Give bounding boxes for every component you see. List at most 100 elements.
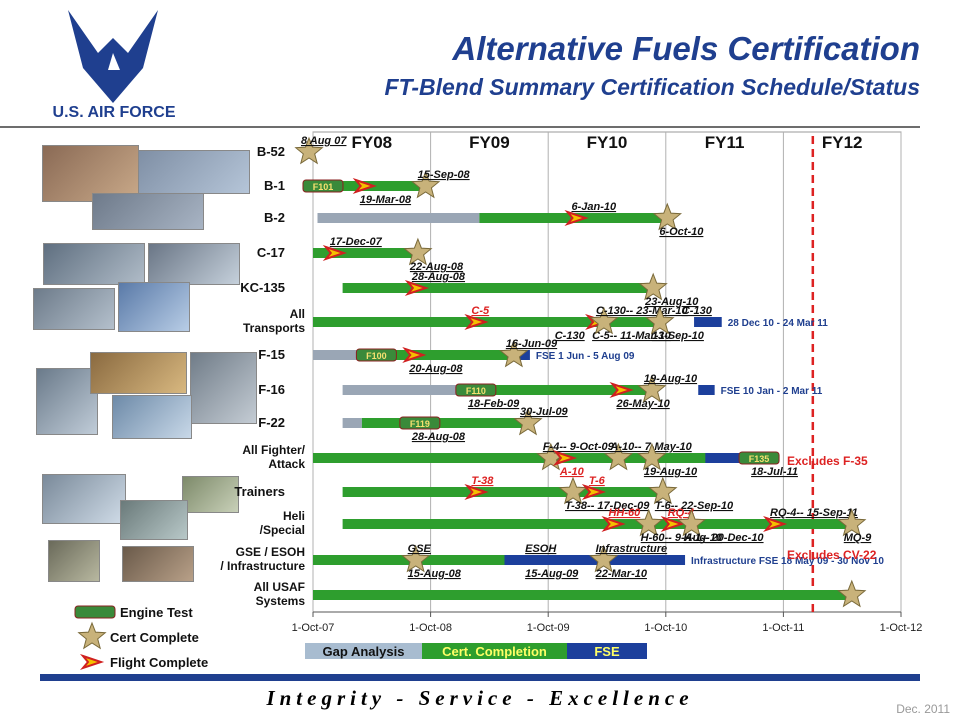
cert-complete-star bbox=[645, 306, 675, 335]
marker-label: 15-Sep-08 bbox=[418, 169, 471, 181]
fse-bar bbox=[698, 385, 715, 395]
cert-complete-star bbox=[403, 237, 433, 266]
fiscal-year-label: FY08 bbox=[351, 133, 392, 152]
cert-complete-star bbox=[558, 476, 588, 505]
bottom-rule bbox=[40, 674, 920, 681]
row-label: All bbox=[290, 307, 305, 321]
marker-label: 6-Oct-10 bbox=[659, 226, 704, 238]
bar-label: Infrastructure FSE 18 May 09 - 30 Nov 10 bbox=[691, 556, 884, 567]
row-label: All USAF bbox=[254, 580, 305, 594]
annotation-excludes-f35: Excludes F-35 bbox=[787, 454, 868, 468]
cert-bar bbox=[342, 283, 654, 293]
marker-label: 23-Aug-10 bbox=[644, 296, 699, 308]
flight-complete-icon bbox=[609, 381, 634, 399]
bar-label: 28 Dec 10 - 24 Mar 11 bbox=[728, 318, 829, 329]
flight-complete-icon bbox=[763, 515, 788, 533]
fiscal-year-label: FY10 bbox=[587, 133, 628, 152]
gap-bar bbox=[317, 213, 480, 223]
phase-legend-swatch bbox=[305, 643, 422, 659]
aircraft-photo-cv22 bbox=[120, 500, 188, 540]
annotation-excludes-cv22: Excludes CV-22 bbox=[787, 548, 877, 562]
cert-bar bbox=[313, 590, 852, 600]
flight-complete-icon bbox=[464, 483, 489, 501]
flight-complete-icon bbox=[464, 313, 489, 331]
row-label: B-52 bbox=[257, 144, 285, 159]
marker-label: Infrastructure bbox=[596, 543, 668, 555]
cert-complete-star bbox=[603, 442, 634, 471]
marker-label: C-130 bbox=[555, 330, 586, 342]
x-tick-label: 1-Oct-10 bbox=[644, 622, 687, 634]
fse-bar bbox=[694, 317, 722, 327]
fse-bar bbox=[504, 555, 686, 565]
marker-label: 28-Aug-08 bbox=[411, 271, 466, 283]
cert-complete-star bbox=[652, 202, 683, 231]
cert-bar bbox=[460, 385, 652, 395]
cert-complete-star bbox=[637, 442, 667, 471]
equipment-photo-truck bbox=[122, 546, 194, 582]
aircraft-photo-b1 bbox=[92, 193, 204, 230]
cert-bar bbox=[313, 555, 604, 565]
marker-label: HH-60 bbox=[608, 507, 641, 519]
row-label: F-15 bbox=[258, 347, 285, 362]
marker-label: 18-Feb-09 bbox=[468, 398, 520, 410]
marker-label: 13-Sep-10 bbox=[652, 330, 705, 342]
aircraft-photo-f15 bbox=[190, 352, 257, 424]
legend-flight-complete: Flight Complete bbox=[110, 655, 208, 670]
aircraft-photo-heli bbox=[182, 476, 239, 513]
gap-bar bbox=[342, 385, 461, 395]
row-label: F-22 bbox=[258, 415, 285, 430]
flight-complete-icon bbox=[402, 346, 427, 364]
gap-bar bbox=[313, 350, 362, 360]
row-label: Trainers bbox=[234, 484, 285, 499]
marker-label: 30-Jul-09 bbox=[520, 406, 569, 418]
marker-label: H-60-- 9-Aug-10 bbox=[641, 532, 723, 544]
marker-label: 28-Aug-08 bbox=[411, 431, 466, 443]
x-tick-label: 1-Oct-12 bbox=[880, 622, 923, 634]
cert-bar bbox=[342, 519, 852, 529]
cert-complete-star bbox=[588, 544, 619, 573]
cert-complete-star bbox=[837, 579, 867, 608]
legend-engine-test: Engine Test bbox=[120, 605, 193, 620]
marker-label: 17-Dec-07 bbox=[330, 236, 383, 248]
marker-label: T-38 bbox=[471, 475, 494, 487]
engine-label: F110 bbox=[466, 386, 486, 396]
fiscal-year-label: FY09 bbox=[469, 133, 510, 152]
row-label: / Infrastructure bbox=[220, 559, 305, 573]
phase-legend-swatch bbox=[422, 643, 567, 659]
marker-label: T-6 bbox=[589, 475, 606, 487]
engine-test-icon bbox=[738, 451, 780, 465]
plot-area bbox=[312, 131, 902, 613]
marker-label: 16-Jun-09 bbox=[506, 338, 558, 350]
cert-complete-star bbox=[638, 272, 668, 301]
marker-label: T-6-- 22-Sep-10 bbox=[655, 500, 734, 512]
flight-complete-icon bbox=[552, 449, 578, 467]
phase-legend-swatch bbox=[567, 643, 647, 659]
x-tick-label: 1-Oct-07 bbox=[292, 622, 335, 634]
cert-complete-star bbox=[837, 508, 867, 537]
top-rule bbox=[0, 126, 920, 128]
flight-complete-icon bbox=[581, 483, 607, 501]
marker-label: 15-Aug-09 bbox=[525, 568, 579, 580]
marker-label: 18-Jul-11 bbox=[751, 466, 798, 478]
row-label: Heli bbox=[283, 509, 305, 523]
marker-label: ESOH bbox=[525, 543, 557, 555]
flight-complete-icon bbox=[404, 279, 430, 297]
fiscal-year-label: FY12 bbox=[822, 133, 863, 152]
aircraft-photo-t38 bbox=[42, 474, 126, 524]
cert-complete-star bbox=[637, 374, 667, 403]
aircraft-photo-kc135 bbox=[118, 282, 190, 332]
cert-bar bbox=[361, 418, 528, 428]
fiscal-year-label: FY11 bbox=[705, 133, 745, 152]
aircraft-photo-b52 bbox=[42, 145, 139, 202]
row-label: B-2 bbox=[264, 210, 285, 225]
slide-title: Alternative Fuels Certification bbox=[452, 30, 920, 67]
aircraft-photo-a10 bbox=[36, 368, 98, 435]
marker-label: GSE bbox=[408, 543, 432, 555]
legend-cert-complete: Cert Complete bbox=[110, 630, 199, 645]
marker-label: 8 Aug 07 bbox=[301, 135, 347, 147]
phase-legend-label: FSE bbox=[594, 644, 620, 659]
x-tick-label: 1-Oct-11 bbox=[762, 622, 804, 634]
marker-label: RQ-4 bbox=[668, 507, 694, 519]
cert-complete-star bbox=[676, 508, 707, 537]
